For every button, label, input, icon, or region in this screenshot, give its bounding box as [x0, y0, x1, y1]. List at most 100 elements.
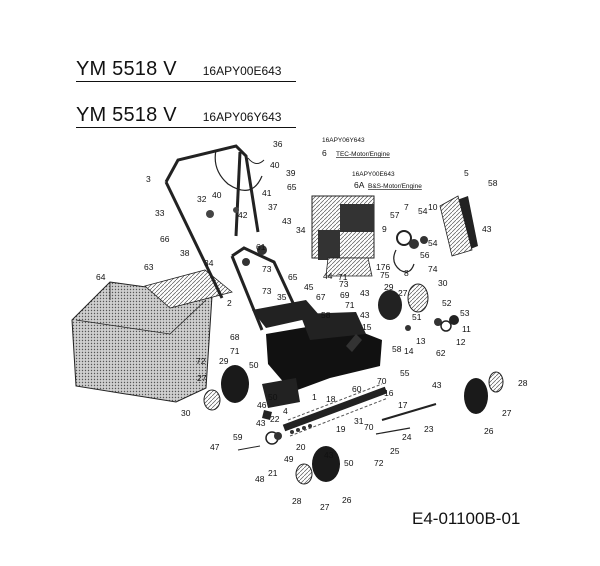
- part-callout-label: 29: [384, 282, 394, 292]
- part-callout-label: 9: [382, 224, 387, 234]
- part-callout-label: 27: [398, 288, 408, 298]
- part-callout-label: 71: [345, 300, 355, 310]
- part-callout-label: 48: [255, 474, 265, 484]
- part-callout-label: 28: [292, 496, 302, 506]
- wheel: [378, 283, 429, 320]
- guard-plate: [252, 300, 320, 328]
- part-callout-label: 176: [376, 262, 390, 272]
- knob-part: [233, 207, 239, 213]
- side-bracket: [262, 378, 300, 408]
- part-callout-label: 10: [428, 202, 438, 212]
- model-code-2: 16APY06Y643: [202, 110, 282, 124]
- hubcap: [295, 463, 313, 485]
- part-callout-label: 43: [324, 450, 334, 460]
- part-callout-label: 21: [268, 468, 278, 478]
- part-callout-label: 57: [390, 210, 400, 220]
- lower-handle: [230, 246, 302, 331]
- part-callout-label: 51: [412, 312, 422, 322]
- part-callout-label: 36: [273, 139, 283, 149]
- grass-catcher-bag: [71, 281, 213, 403]
- engine-note-1-code: 16APY06Y643: [322, 137, 365, 144]
- part-callout-label: 25: [390, 446, 400, 456]
- handle-lever: [247, 157, 265, 164]
- part-callout-label: 41: [262, 188, 272, 198]
- part-callout-label: 7: [404, 202, 409, 212]
- axle-rod: [381, 403, 437, 421]
- part-callout-label: 27: [502, 408, 512, 418]
- part-callout-label: 61: [256, 242, 266, 252]
- part-callout-label: 55: [400, 368, 410, 378]
- part-callout-label: 30: [181, 408, 191, 418]
- engine-note-1-part: 6: [322, 148, 327, 158]
- hubcap: [203, 389, 221, 411]
- part-callout-label: 26: [342, 495, 352, 505]
- part-callout-label: 2: [227, 298, 232, 308]
- part-callout-label: 65: [288, 272, 298, 282]
- bag-frame-part: [144, 269, 233, 309]
- wheel-bearing-parts: [405, 315, 459, 332]
- part-callout-label: 43: [482, 224, 492, 234]
- part-callout-label: 74: [428, 264, 438, 274]
- part-callout-label: 43: [432, 380, 442, 390]
- part-callout-label: 72: [196, 356, 206, 366]
- part-callout-label: 12: [456, 337, 466, 347]
- part-callout-label: 1: [312, 392, 317, 402]
- part-callout-label: 54: [428, 238, 438, 248]
- engine-note-2-text: B&S-Motor/Engine: [368, 183, 422, 190]
- part-callout-label: 45: [304, 282, 314, 292]
- part-callout-label: 72: [374, 458, 384, 468]
- model-line-1: YM 5518 V 16APY00E643: [76, 58, 281, 81]
- upper-handle: [164, 144, 260, 299]
- part-callout-label: 38: [180, 248, 190, 258]
- knob-part: [257, 245, 267, 255]
- part-callout-label: 34: [204, 258, 214, 268]
- part-callout-label: 43: [360, 288, 370, 298]
- part-callout-label: 73: [262, 286, 272, 296]
- part-callout-label: 24: [402, 432, 412, 442]
- model-name-1: YM 5518 V: [76, 58, 177, 80]
- engine-note-1-text: TEC-Motor/Engine: [336, 151, 390, 158]
- part-callout-label: 23: [424, 424, 434, 434]
- part-callout-label: 44: [323, 271, 333, 281]
- wheel: [221, 365, 249, 403]
- document-id: E4-01100B-01: [412, 509, 521, 528]
- part-callout-label: 43: [360, 310, 370, 320]
- part-callout-label: 70: [364, 422, 374, 432]
- part-callout-label: 50: [268, 392, 278, 402]
- part-callout-label: 43: [282, 216, 292, 226]
- wheel: [464, 378, 488, 414]
- part-callouts: 3639403654137404232336638433461737334656…: [96, 139, 528, 512]
- part-callout-label: 43: [256, 418, 266, 428]
- part-callout-label: 53: [460, 308, 470, 318]
- part-callout-label: 35: [277, 292, 287, 302]
- scarifier-drum: [282, 383, 389, 437]
- part-callout-label: 46: [257, 400, 267, 410]
- part-callout-label: 40: [212, 190, 222, 200]
- part-callout-label: 15: [362, 322, 372, 332]
- part-callout-label: 58: [392, 344, 402, 354]
- part-callout-label: 20: [296, 442, 306, 452]
- engine-note-2-part: 6A: [354, 180, 365, 190]
- part-callout-label: 60: [352, 384, 362, 394]
- control-cable: [214, 149, 263, 191]
- part-callout-label: 17: [398, 400, 408, 410]
- shaft-bearing-parts: [237, 424, 312, 451]
- part-callout-label: 26: [484, 426, 494, 436]
- model-line-2-underline: [76, 127, 296, 128]
- model-line-2: YM 5518 V 16APY06Y643: [76, 104, 281, 127]
- part-callout-label: 54: [418, 206, 428, 216]
- part-callout-label: 33: [155, 208, 165, 218]
- part-callout-label: 50: [249, 360, 259, 370]
- part-callout-label: 52: [442, 298, 452, 308]
- wheel: [312, 446, 340, 482]
- part-callout-label: 59: [233, 432, 243, 442]
- belt-pulley-parts: [393, 230, 428, 273]
- part-callout-label: 28: [518, 378, 528, 388]
- part-callout-label: 69: [340, 290, 350, 300]
- part-callout-label: 30: [438, 278, 448, 288]
- part-callout-label: 5: [464, 168, 469, 178]
- part-callout-label: 64: [96, 272, 106, 282]
- part-callout-label: 29: [219, 356, 229, 366]
